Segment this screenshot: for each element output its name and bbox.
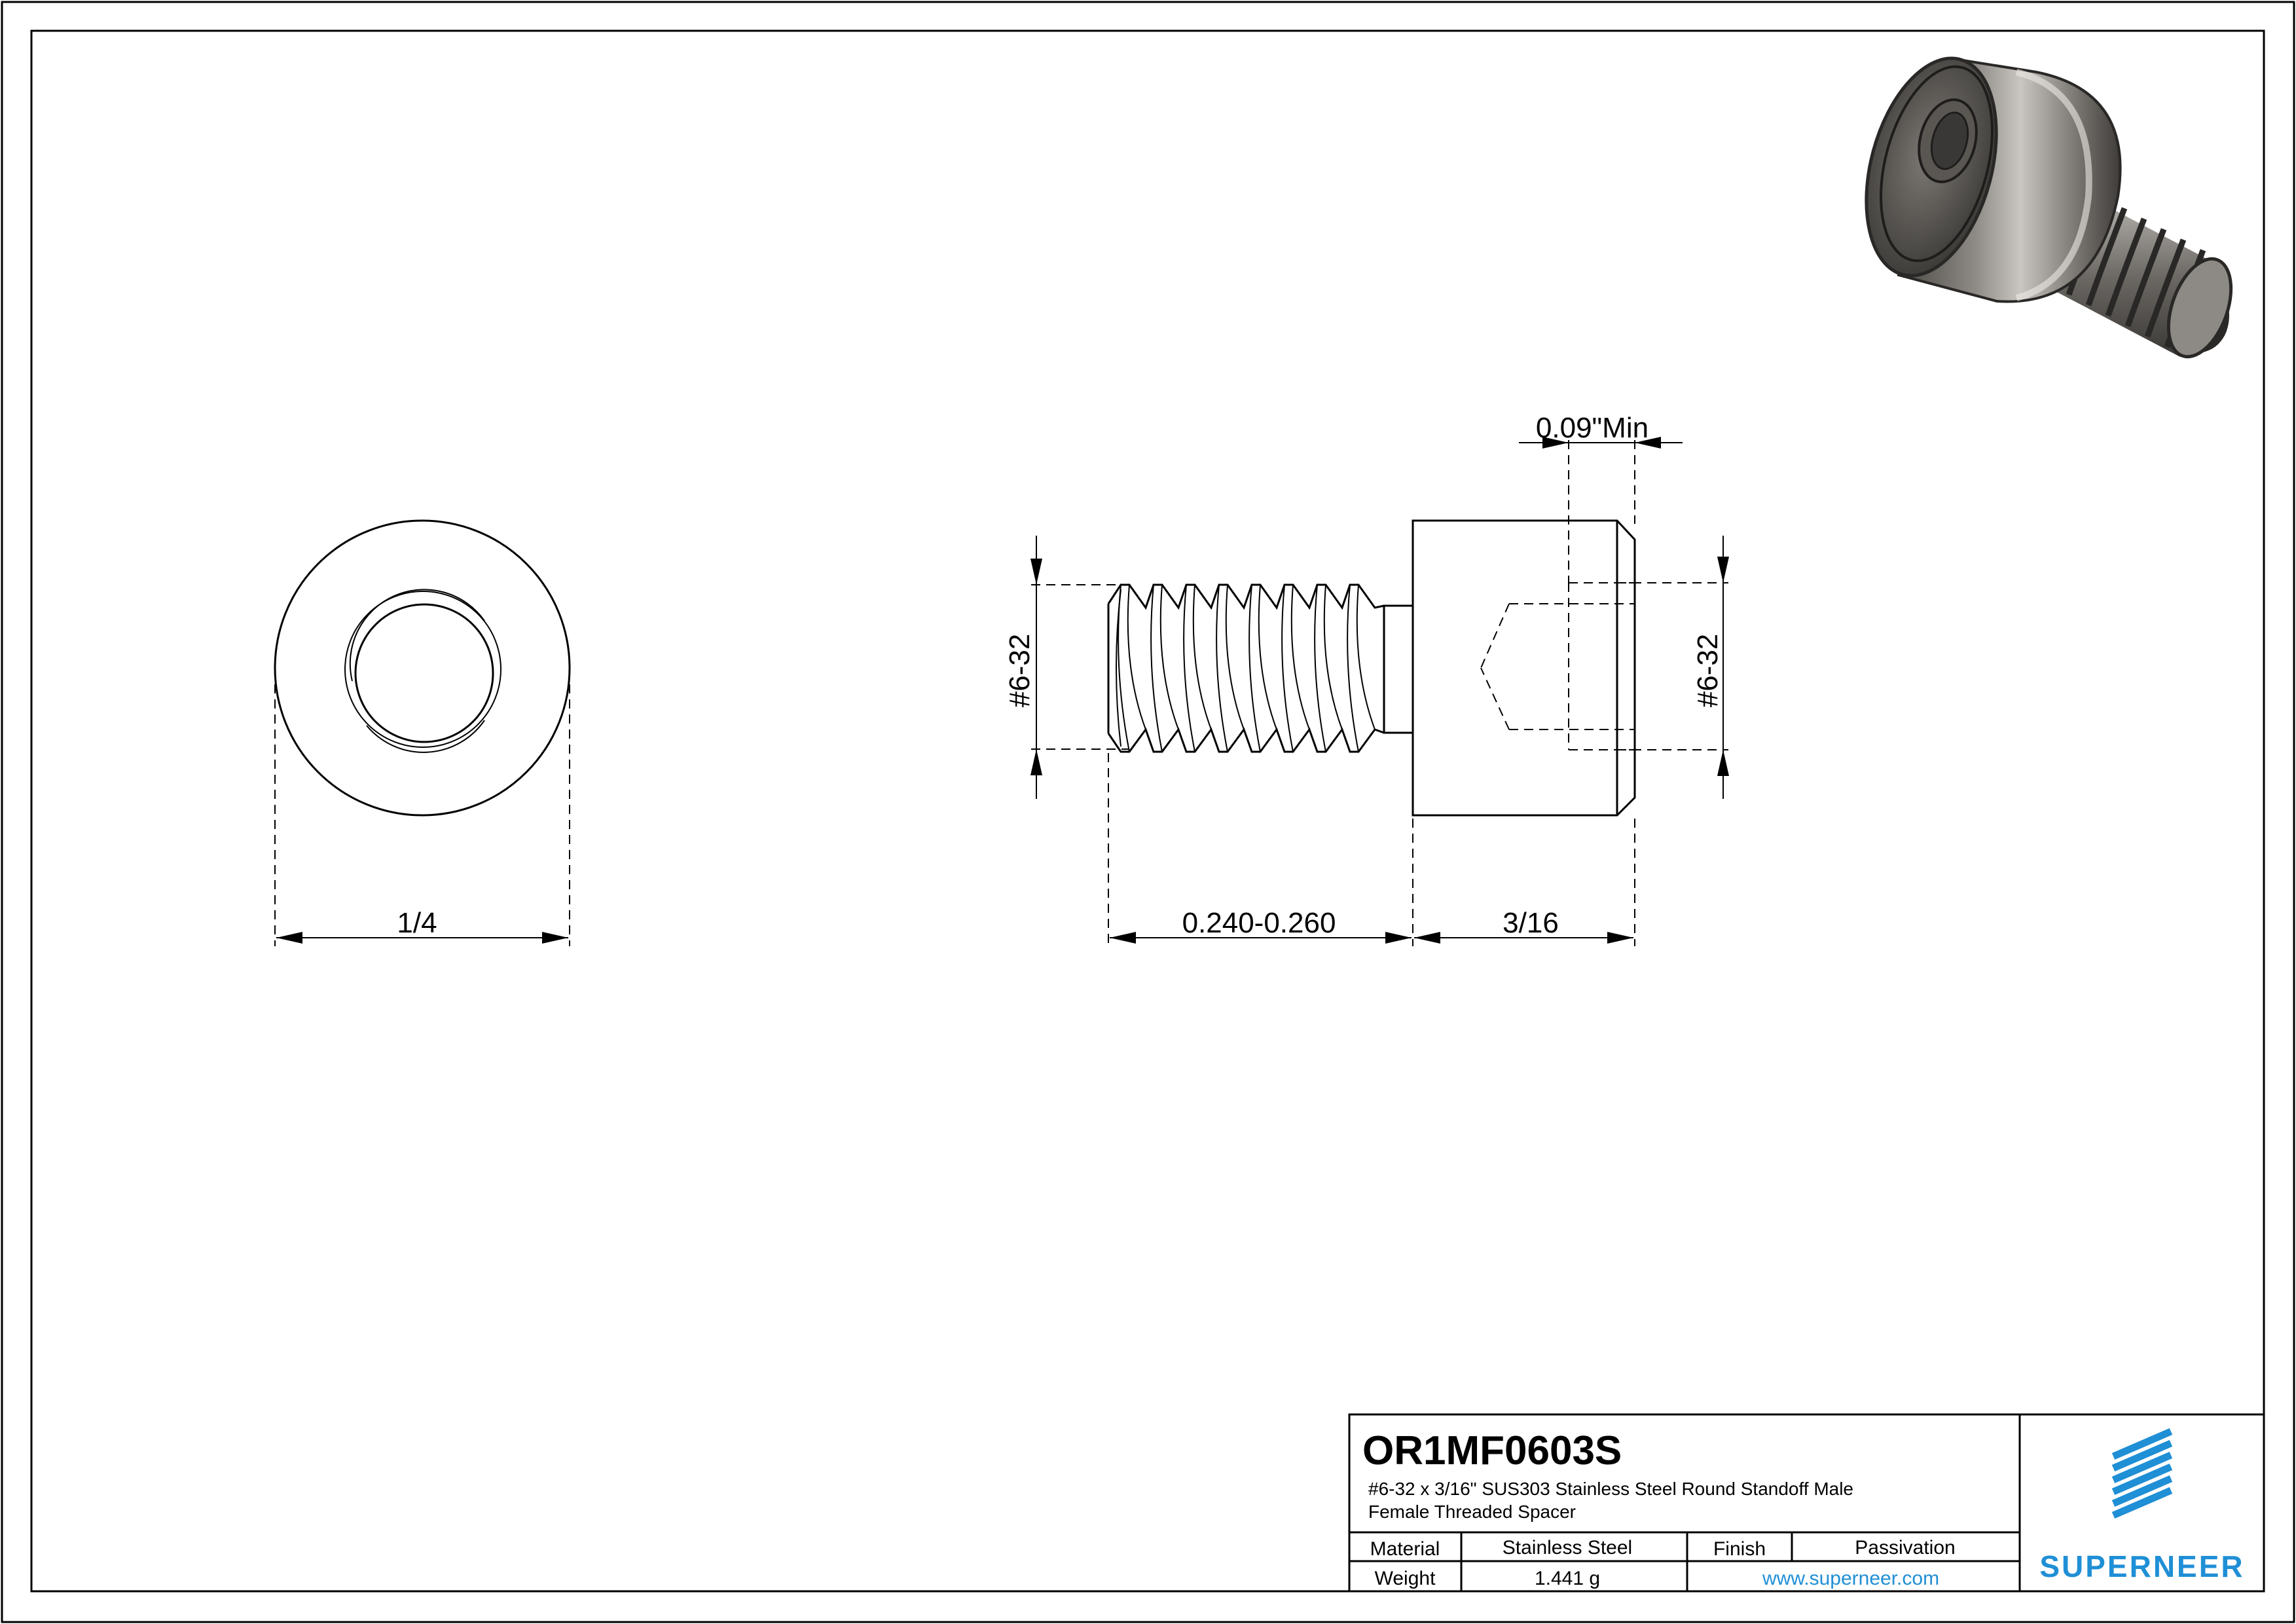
material-label: Material bbox=[1370, 1538, 1440, 1560]
thread-profile bbox=[1107, 583, 1385, 753]
male-thread-label: #6-32 bbox=[1004, 634, 1036, 708]
body-length-dim: 3/16 bbox=[1414, 819, 1635, 946]
thread-top-crests bbox=[1107, 583, 1385, 610]
min-depth-dim: 0.09"Min bbox=[1519, 412, 1683, 583]
material-value: Stainless Steel bbox=[1503, 1537, 1632, 1559]
inner-border bbox=[30, 29, 2265, 1593]
end-view-thread-arc-2 bbox=[366, 720, 485, 753]
side-view: #6-32 #6-32 0.09"Min 0.240-0. bbox=[1004, 412, 1729, 946]
finish-label: Finish bbox=[1713, 1538, 1766, 1560]
thread-length-label: 0.240-0.260 bbox=[1182, 907, 1336, 939]
thread-neck bbox=[1383, 604, 1414, 734]
brand-name: SUPERNEER bbox=[2039, 1549, 2244, 1583]
website-link[interactable]: www.superneer.com bbox=[1762, 1568, 1939, 1589]
thread-bottom-crests bbox=[1107, 727, 1385, 753]
superneer-logo-icon bbox=[2111, 1428, 2173, 1519]
body-length-label: 3/16 bbox=[1503, 907, 1559, 939]
diameter-arrow-right bbox=[542, 932, 568, 944]
isometric-render bbox=[1865, 56, 2233, 359]
body-outline bbox=[1412, 519, 1636, 817]
end-view-outer-circle bbox=[274, 519, 571, 817]
weight-value: 1.441 g bbox=[1535, 1568, 1600, 1589]
end-view-thread-circle bbox=[354, 603, 494, 743]
description-line-1: #6-32 x 3/16" SUS303 Stainless Steel Rou… bbox=[1368, 1479, 1853, 1499]
title-block: OR1MF0603S #6-32 x 3/16" SUS303 Stainles… bbox=[1348, 1413, 2265, 1593]
thread-flanks bbox=[1116, 584, 1376, 752]
min-depth-label: 0.09"Min bbox=[1536, 412, 1649, 444]
render-body bbox=[1865, 56, 2122, 303]
title-block-frame bbox=[1348, 1413, 2265, 1593]
thread-length-dim: 0.240-0.260 bbox=[1108, 753, 1413, 946]
male-thread-dim: #6-32 bbox=[1004, 536, 1129, 799]
end-view: 1/4 bbox=[274, 519, 571, 946]
weight-label: Weight bbox=[1375, 1568, 1436, 1589]
end-view-chamfer-circle bbox=[344, 591, 501, 748]
end-view-thread-arc bbox=[349, 589, 485, 682]
part-number: OR1MF0603S bbox=[1362, 1428, 1622, 1473]
hidden-female-thread bbox=[1480, 582, 1635, 750]
description-line-2: Female Threaded Spacer bbox=[1368, 1502, 1576, 1522]
finish-value: Passivation bbox=[1855, 1537, 1955, 1559]
female-thread-dim: #6-32 bbox=[1617, 536, 1729, 799]
female-thread-label: #6-32 bbox=[1692, 634, 1724, 708]
diameter-arrow-left bbox=[276, 932, 302, 944]
diameter-label: 1/4 bbox=[397, 907, 437, 939]
